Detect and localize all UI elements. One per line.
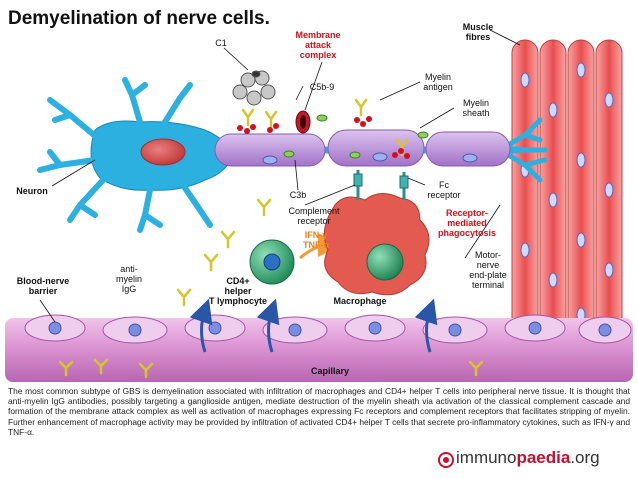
label-cd4-helper: CD4+ helper T lymphocyte — [208, 276, 267, 306]
brand-part-1: immuno — [456, 448, 517, 467]
label-c1: C1 — [215, 38, 227, 48]
label-muscle-fibres: Muscle fibres — [462, 22, 494, 42]
myelin-antigen-marks — [237, 116, 410, 159]
label-c5b9: C5b-9 — [309, 82, 335, 92]
label-receptor-mediated-phagocytosis: Receptor- mediated phagocytosis — [437, 208, 496, 238]
label-myelin-sheath: Myelin sheath — [462, 98, 490, 118]
muscle-fibres — [511, 39, 623, 341]
label-complement-receptor: Complement receptor — [288, 206, 340, 226]
capillary — [5, 314, 633, 382]
label-myelin-antigen: Myelin antigen — [423, 72, 453, 92]
c3b-marks — [283, 114, 429, 159]
label-anti-myelin-igg: anti- myelin IgG — [115, 264, 142, 294]
label-fc-receptor: Fc receptor — [427, 180, 461, 200]
label-c3b: C3b — [289, 190, 307, 200]
brand-wordmark: immunopaedia.org — [456, 448, 600, 468]
antibodies-on-myelin — [241, 98, 409, 157]
label-blood-nerve-barrier: Blood-nerve barrier — [16, 276, 70, 296]
label-capillary: Capillary — [310, 366, 350, 376]
diagram-title: Demyelination of nerve cells. — [8, 8, 270, 29]
mac-pore — [295, 110, 311, 134]
label-membrane-attack-complex: Membrane attack complex — [295, 30, 341, 60]
migration-arrows — [189, 298, 438, 353]
leader-lines — [39, 29, 521, 323]
brand-part-3: .org — [570, 448, 600, 467]
macrophage-cell — [323, 170, 430, 296]
label-macrophage: Macrophage — [333, 296, 387, 306]
myelin-sheath — [214, 129, 511, 167]
label-ifn-tnf: IFN-γ TNF-α — [302, 230, 330, 250]
c1-complex — [232, 70, 276, 106]
neuron-cell-body — [37, 77, 233, 233]
brand-logo-icon — [438, 452, 454, 468]
free-igg — [176, 198, 272, 307]
cd4-t-lymphocyte — [249, 239, 295, 285]
caption-text: The most common subtype of GBS is demyel… — [8, 386, 630, 437]
label-motor-nerve-terminal: Motor- nerve end-plate terminal — [469, 250, 507, 290]
label-neuron: Neuron — [16, 186, 48, 196]
brand-part-2: paedia — [516, 448, 571, 467]
